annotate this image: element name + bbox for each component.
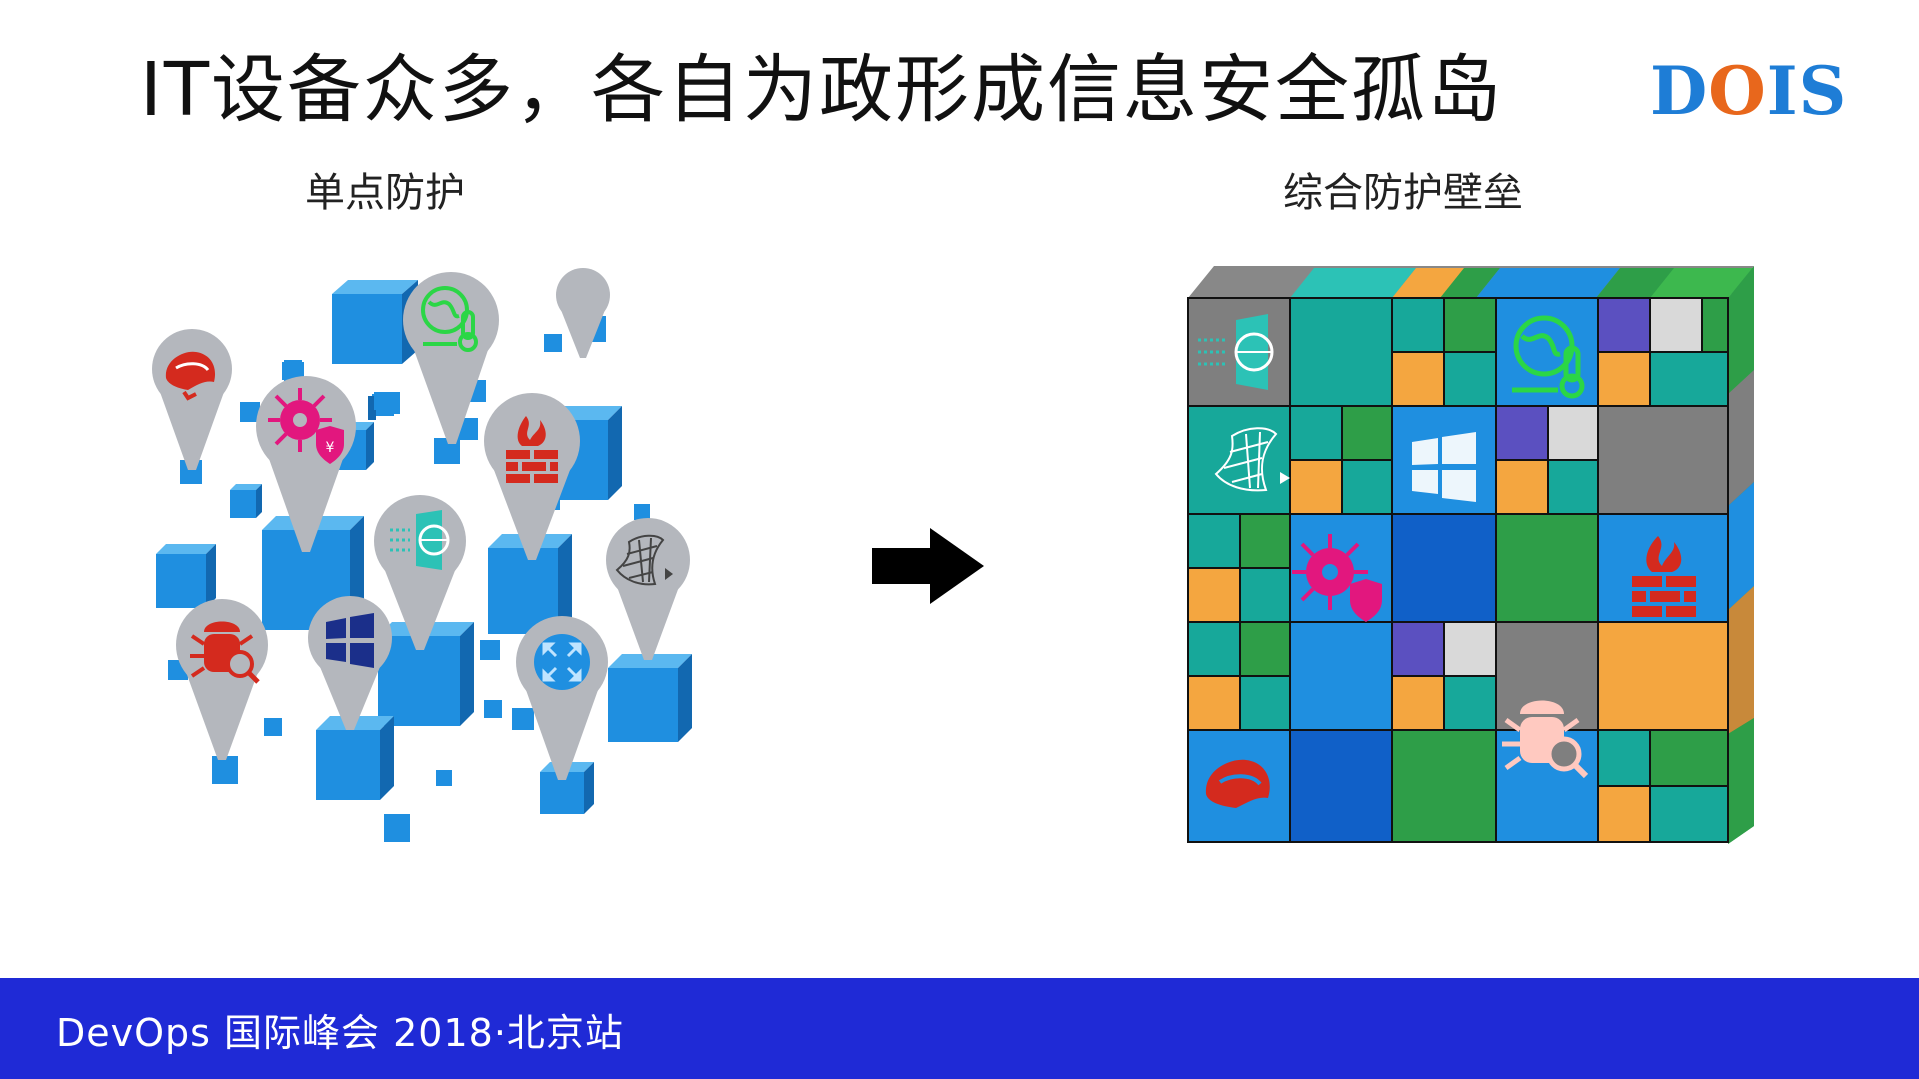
integrated-protection-wall <box>1187 266 1754 844</box>
windows-icon <box>1412 432 1476 502</box>
redhat-icon <box>165 351 216 401</box>
integrated-protection-heading: 综合防护壁垒 <box>1283 170 1523 216</box>
sql-pin <box>606 518 690 660</box>
cube <box>488 534 572 634</box>
logo-text-o: O <box>1708 52 1767 130</box>
logo-text-d: D <box>1650 52 1709 130</box>
virus-shield-icon: ¥ <box>268 388 344 464</box>
expand-arrows-icon <box>534 634 590 690</box>
gateway-globe-icon <box>390 510 450 570</box>
page-title: IT设备众多，各自为政形成信息安全孤岛 <box>140 47 1504 133</box>
cube <box>316 716 394 800</box>
gateway-globe-icon <box>1198 314 1274 390</box>
svg-text:¥: ¥ <box>326 440 335 456</box>
globe-thermometer-icon <box>1512 315 1585 399</box>
globe-thermometer-icon <box>421 286 478 352</box>
windows-icon <box>326 613 374 668</box>
empty-pin <box>556 268 610 358</box>
globe-pin <box>403 272 499 444</box>
sql-server-icon <box>615 534 673 586</box>
wall-front <box>1187 297 1729 843</box>
virus-shield-icon <box>1292 534 1382 622</box>
right-arrow-icon <box>872 528 984 604</box>
redhat-icon <box>1205 759 1270 808</box>
cube <box>156 544 216 608</box>
cube <box>608 654 692 742</box>
firewall-icon <box>506 416 558 483</box>
footer-bar <box>0 978 1919 1079</box>
redhat-pin <box>152 329 232 470</box>
cube <box>378 622 474 726</box>
logo-text-is: IS <box>1766 52 1848 130</box>
footer-text: DevOps 国际峰会 2018·北京站 <box>56 1011 624 1055</box>
bug-search-icon <box>1502 700 1589 779</box>
dois-logo: DOIS <box>1650 52 1847 130</box>
single-point-protection-heading: 单点防护 <box>305 170 465 216</box>
bug-search-icon <box>190 621 260 684</box>
sql-server-icon <box>1214 427 1290 492</box>
firewall-icon <box>1632 536 1696 617</box>
